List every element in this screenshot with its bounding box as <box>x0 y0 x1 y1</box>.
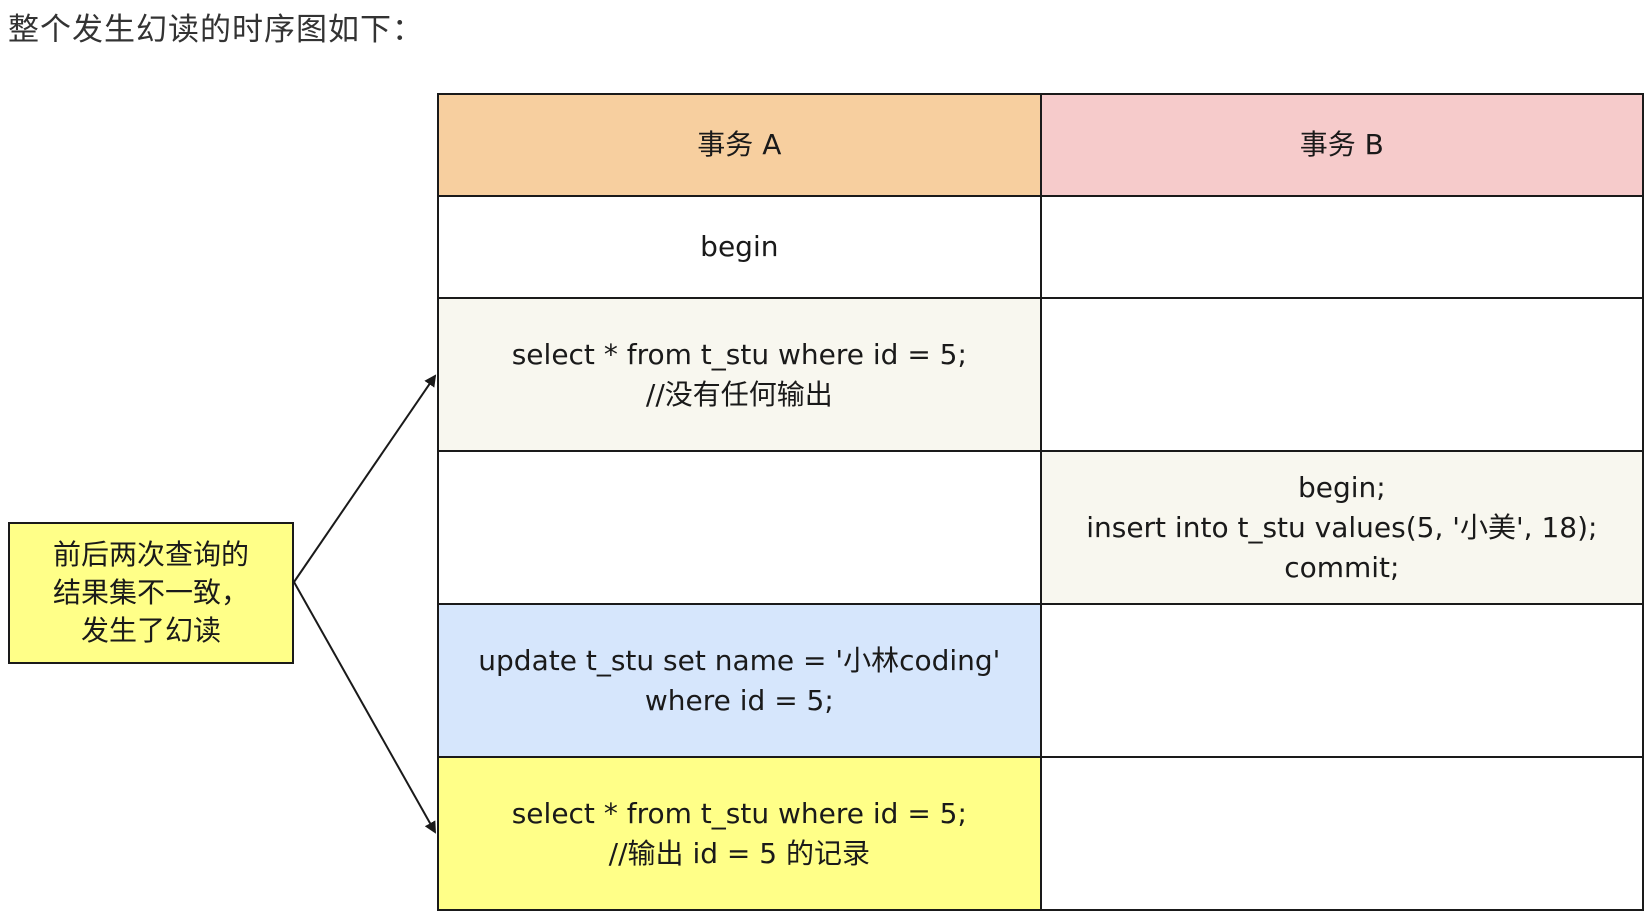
cell-line: where id = 5; <box>644 683 834 717</box>
table-row: select * from t_stu where id = 5; //没有任何… <box>437 297 1644 452</box>
cell-line: select * from t_stu where id = 5; <box>511 337 967 371</box>
cell-line: commit; <box>1284 550 1400 584</box>
cell-b <box>1039 603 1644 758</box>
cell-a <box>437 450 1042 605</box>
cell-line: update t_stu set name = '小林coding' <box>478 643 1001 677</box>
table-row: begin <box>437 195 1644 299</box>
cell-line: select * from t_stu where id = 5; <box>511 796 967 830</box>
cell-a: update t_stu set name = '小林coding' where… <box>437 603 1042 758</box>
cell-b: begin; insert into t_stu values(5, '小美',… <box>1039 450 1644 605</box>
cell-line: //没有任何输出 <box>645 377 833 411</box>
page-heading: 整个发生幻读的时序图如下： <box>8 12 424 48</box>
cell-line: begin <box>700 230 779 263</box>
cell-b <box>1039 756 1644 911</box>
table-row: update t_stu set name = '小林coding' where… <box>437 603 1644 758</box>
callout-line: 结果集不一致， <box>52 576 249 609</box>
cell-line: insert into t_stu values(5, '小美', 18); <box>1086 510 1598 544</box>
callout-line: 发生了幻读 <box>80 614 221 647</box>
phantom-read-callout: 前后两次查询的 结果集不一致， 发生了幻读 <box>8 522 294 664</box>
arrow-to-first-select <box>293 374 437 583</box>
table-row: select * from t_stu where id = 5; //输出 i… <box>437 756 1644 911</box>
column-header-transaction-b: 事务 B <box>1039 93 1644 197</box>
table-row: begin; insert into t_stu values(5, '小美',… <box>437 450 1644 605</box>
sequence-table: 事务 A 事务 B begin select * from t_stu wher… <box>437 93 1644 911</box>
callout-line: 前后两次查询的 <box>52 538 249 571</box>
cell-a: begin <box>437 195 1042 299</box>
cell-b <box>1039 195 1644 299</box>
column-header-label: 事务 B <box>1299 128 1384 161</box>
cell-a: select * from t_stu where id = 5; //输出 i… <box>437 756 1042 911</box>
cell-line: //输出 id = 5 的记录 <box>608 836 870 870</box>
column-header-transaction-a: 事务 A <box>437 93 1042 197</box>
header-row: 事务 A 事务 B <box>437 93 1644 197</box>
cell-b <box>1039 297 1644 452</box>
cell-line: begin; <box>1297 470 1386 504</box>
cell-a: select * from t_stu where id = 5; //没有任何… <box>437 297 1042 452</box>
column-header-label: 事务 A <box>697 128 782 161</box>
arrow-to-second-select <box>293 581 436 834</box>
